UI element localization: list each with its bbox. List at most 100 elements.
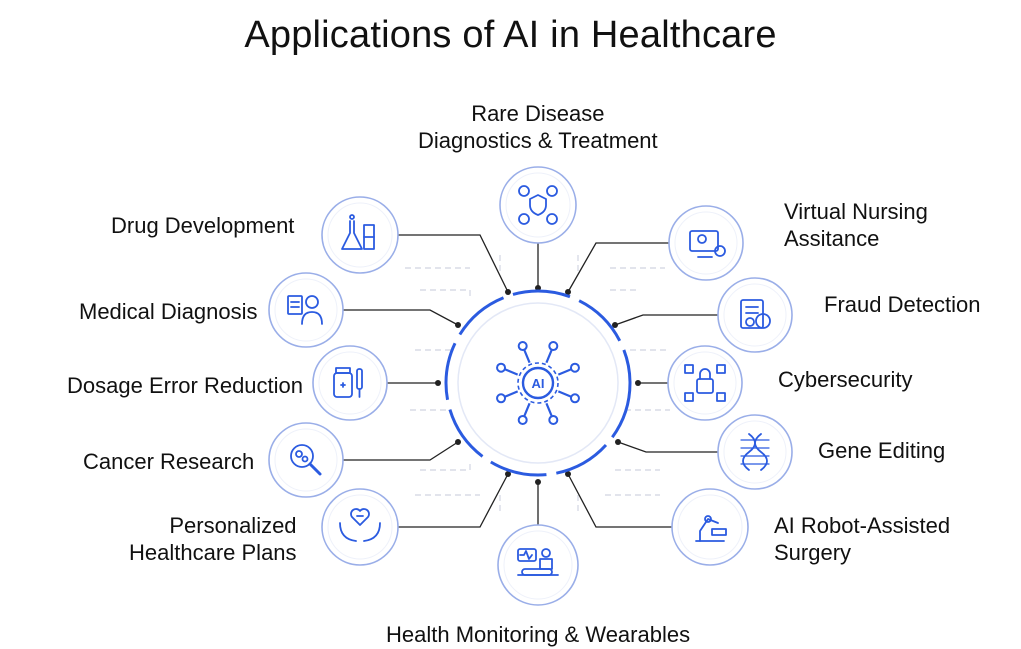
magnifier-cells-icon: [290, 444, 322, 476]
node-inner-circle: [503, 530, 573, 600]
center-label: AI: [532, 376, 545, 391]
node-inner-circle: [274, 428, 338, 492]
label-line: Rare Disease: [471, 101, 605, 126]
label-line: Gene Editing: [818, 438, 946, 463]
node-circle: [321, 488, 399, 566]
node-inner-circle: [673, 351, 737, 415]
node-circle: [717, 414, 793, 490]
connector-cancer-research: [343, 441, 459, 461]
connector-dot: [455, 322, 461, 328]
label-line: Healthcare Plans: [129, 540, 297, 565]
connector-fraud-detection: [614, 314, 718, 326]
circuit-trace: [420, 289, 471, 300]
connector-personalized-plans: [398, 473, 509, 528]
medicine-bottle-icon: [333, 367, 363, 398]
node-inner-circle: [327, 202, 393, 268]
circuit-trace: [420, 462, 471, 471]
node-inner-circle: [318, 351, 382, 415]
node-circle: [668, 205, 744, 281]
node-cybersecurity: [667, 345, 743, 421]
center-hub: AI: [444, 289, 632, 477]
label-cybersecurity: Cybersecurity: [778, 366, 912, 393]
node-circle: [499, 166, 577, 244]
telehealth-icon: [689, 230, 726, 258]
node-cancer-research: [268, 422, 344, 498]
connector-dot: [565, 289, 571, 295]
node-circle: [268, 272, 344, 348]
node-dosage-error: [312, 345, 388, 421]
node-circle: [497, 524, 579, 606]
label-line: Diagnostics & Treatment: [418, 128, 658, 153]
connector-dot: [435, 380, 441, 386]
circuit-traces: [405, 255, 670, 515]
connector-dot: [535, 479, 541, 485]
node-inner-circle: [674, 211, 738, 275]
node-inner-circle: [505, 172, 571, 238]
label-line: Virtual Nursing: [784, 199, 928, 224]
connector-drug-development: [398, 234, 509, 293]
label-line: Fraud Detection: [824, 292, 981, 317]
shield-people-icon: [518, 185, 558, 225]
node-inner-circle: [274, 278, 338, 342]
label-line: AI Robot-Assisted: [774, 513, 951, 538]
label-health-monitoring: Health Monitoring & Wearables: [386, 621, 690, 648]
connector-dot: [565, 471, 571, 477]
node-circle: [671, 488, 749, 566]
label-line: Surgery: [774, 540, 852, 565]
node-inner-circle: [723, 283, 787, 347]
node-rare-disease: [499, 166, 577, 244]
nodes: [268, 166, 793, 606]
node-inner-circle: [327, 494, 393, 560]
node-fraud-detection: [717, 277, 793, 353]
node-personalized-plans: [321, 488, 399, 566]
hub-inner: [457, 302, 619, 464]
node-drug-development: [321, 196, 399, 274]
page-title: Applications of AI in Healthcare: [244, 14, 777, 56]
connector-medical-diagnosis: [343, 309, 459, 326]
connectors: [343, 234, 718, 528]
connector-dot: [455, 439, 461, 445]
node-circle: [268, 422, 344, 498]
node-inner-circle: [723, 420, 787, 484]
label-line: Dosage Error Reduction: [67, 373, 304, 398]
node-health-monitoring: [497, 524, 579, 606]
connector-dot: [635, 380, 641, 386]
connector-dot: [505, 289, 511, 295]
node-medical-diagnosis: [268, 272, 344, 348]
connector-robot-surgery: [567, 473, 672, 528]
ai-chip-icon: AI: [496, 341, 580, 425]
robot-arm-icon: [695, 515, 727, 542]
connector-virtual-nursing: [567, 242, 669, 293]
connector-dot: [535, 285, 541, 291]
dna-icon: [740, 433, 770, 471]
label-line: Assitance: [784, 226, 880, 251]
connector-dot: [615, 439, 621, 445]
doctor-chart-icon: [287, 295, 323, 325]
connector-dot: [505, 471, 511, 477]
label-cancer-research: Cancer Research: [83, 448, 254, 475]
label-line: Cancer Research: [83, 449, 255, 474]
node-virtual-nursing: [668, 205, 744, 281]
node-gene-editing: [717, 414, 793, 490]
label-line: Medical Diagnosis: [79, 299, 258, 324]
label-medical-diagnosis: Medical Diagnosis: [79, 298, 258, 325]
connector-gene-editing: [617, 441, 718, 453]
hands-heart-icon: [339, 508, 381, 542]
label-fraud-detection: Fraud Detection: [824, 291, 981, 318]
node-inner-circle: [677, 494, 743, 560]
label-drug-development: Drug Development: [111, 212, 294, 239]
label-line: Cybersecurity: [778, 367, 913, 392]
node-circle: [717, 277, 793, 353]
node-circle: [667, 345, 743, 421]
node-circle: [312, 345, 388, 421]
document-search-icon: [740, 299, 771, 329]
lock-network-icon: [684, 364, 726, 402]
connector-dot: [612, 322, 618, 328]
label-line: Drug Development: [111, 213, 295, 238]
patient-monitor-icon: [517, 548, 559, 576]
flask-icon: [341, 214, 375, 250]
